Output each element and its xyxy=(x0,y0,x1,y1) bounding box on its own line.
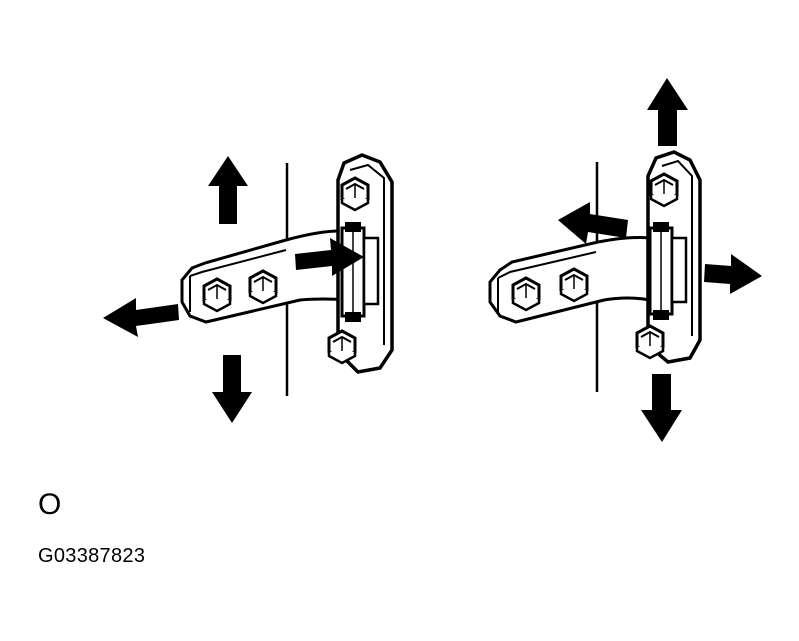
bolt-icon xyxy=(202,277,232,313)
adjust-arrow-icon xyxy=(103,156,364,423)
bolt-icon xyxy=(340,176,370,212)
bolt-icon xyxy=(559,267,589,303)
right-hinge xyxy=(488,78,762,442)
bolt-icon xyxy=(635,324,665,360)
adjust-arrow-icon xyxy=(558,78,762,442)
bolt-icon xyxy=(649,172,679,208)
bolt-icon xyxy=(248,269,278,305)
left-hinge xyxy=(103,153,394,423)
bolt-icon xyxy=(511,276,541,312)
view-label: O xyxy=(38,488,62,521)
bolt-icon xyxy=(327,329,357,365)
figure-code: G03387823 xyxy=(38,545,146,567)
